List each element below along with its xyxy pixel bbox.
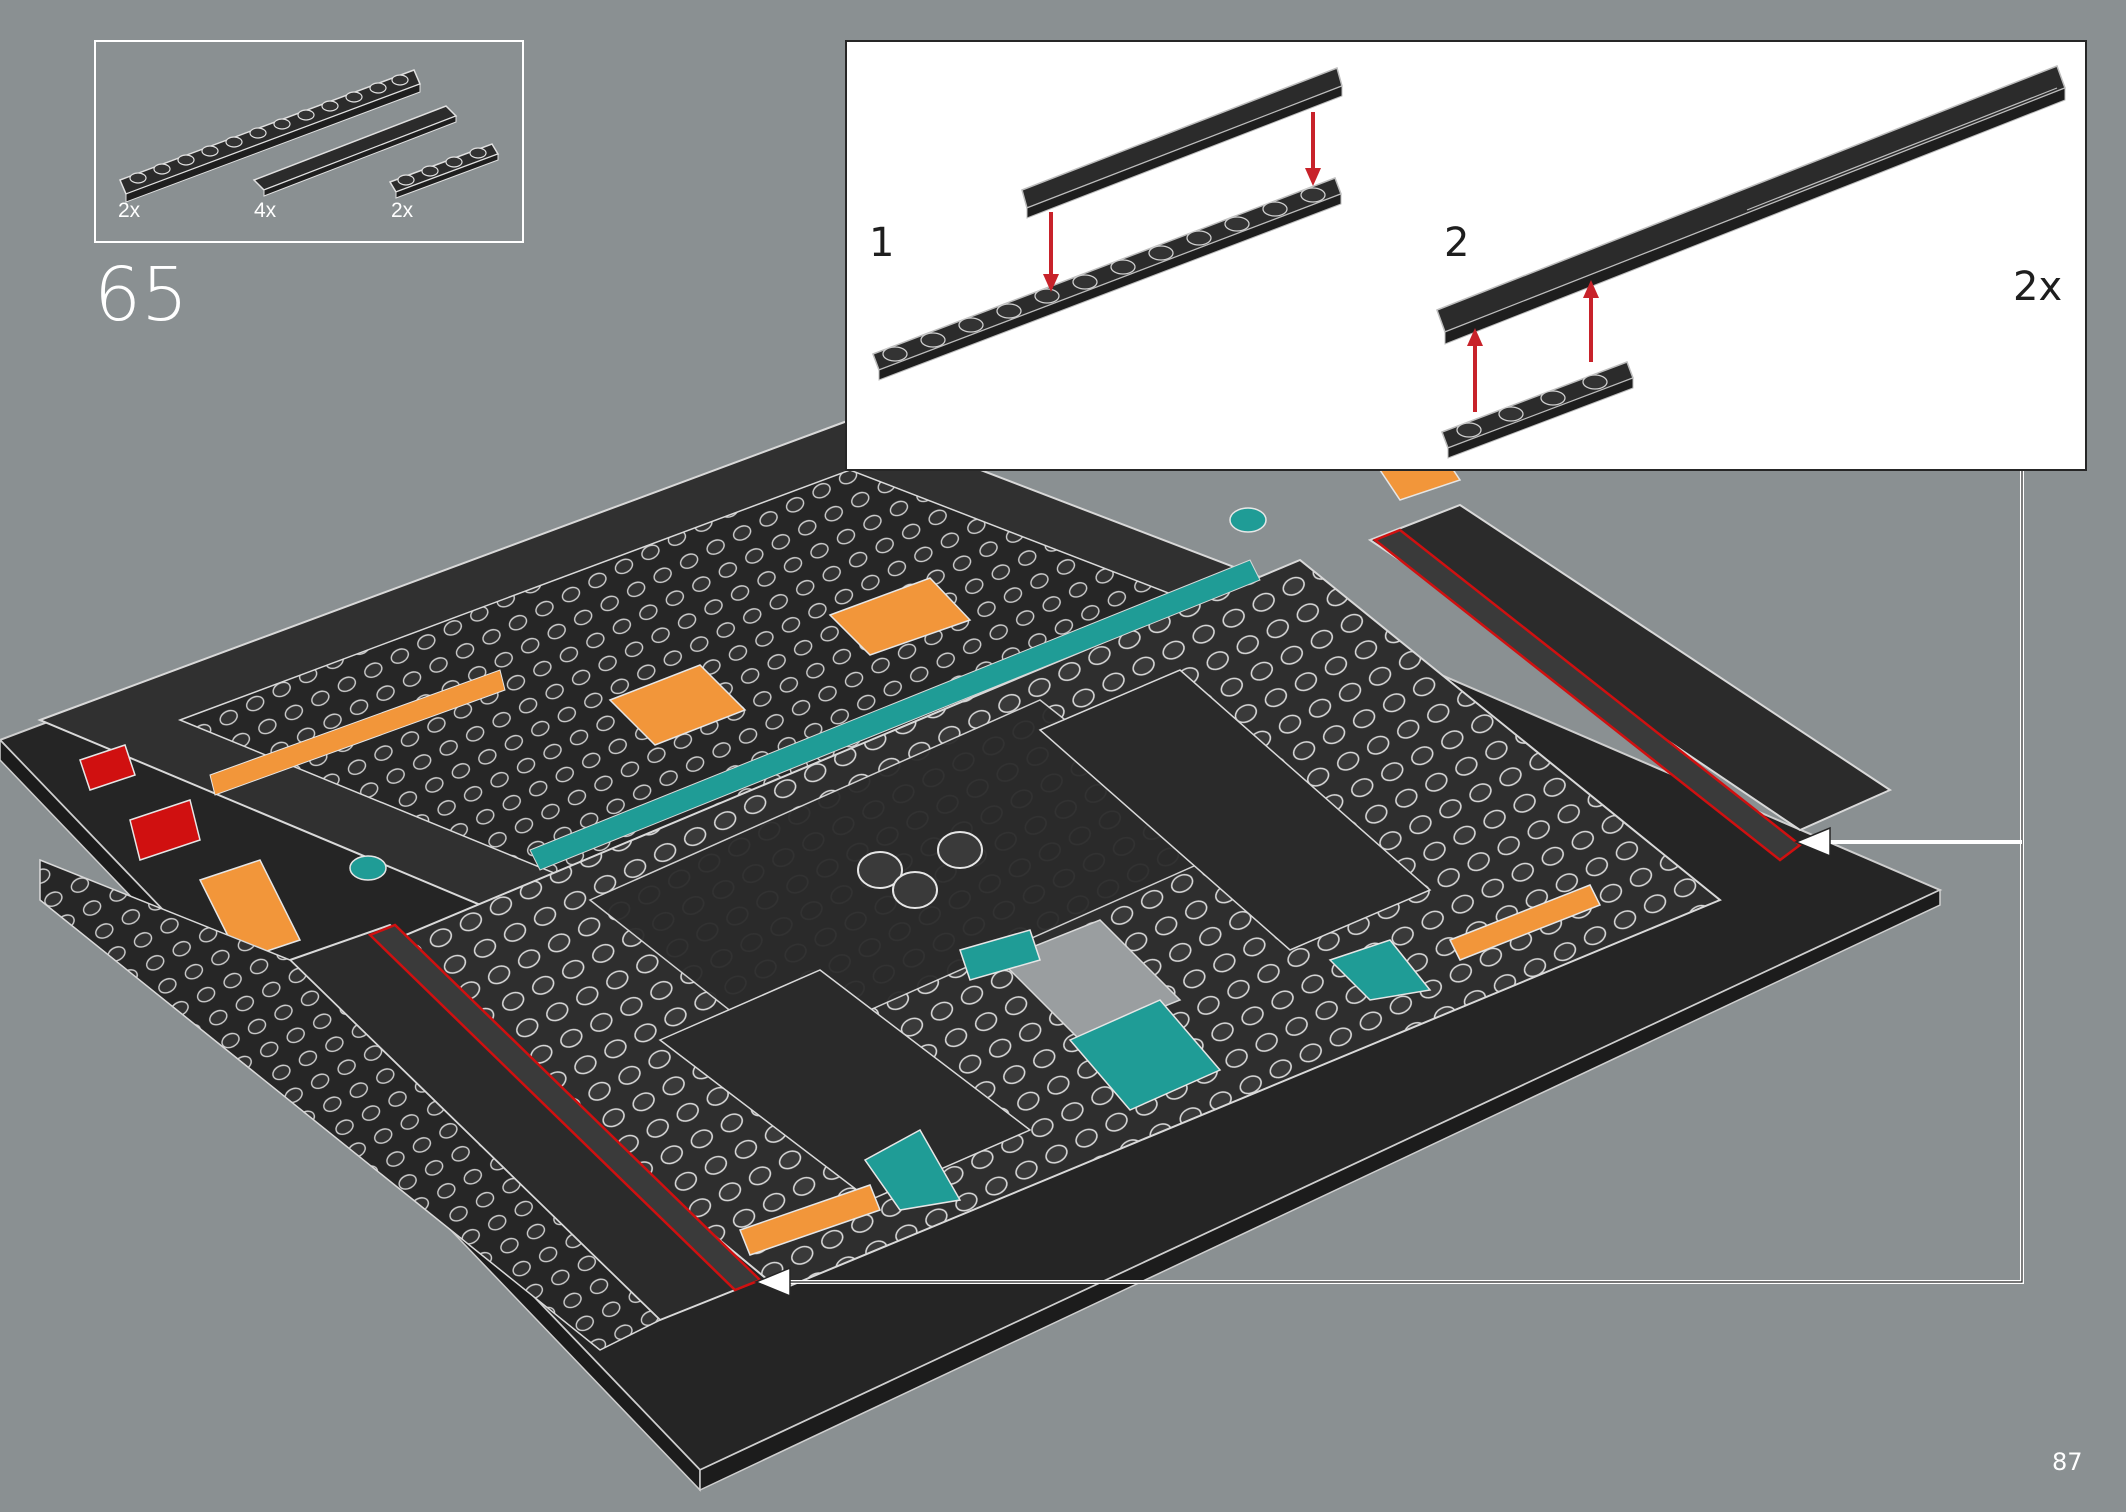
technic-parts bbox=[857, 831, 983, 909]
callout-multiplier: 2x bbox=[2013, 264, 2063, 310]
step-number: 65 bbox=[94, 252, 189, 338]
left-wall bbox=[39, 858, 763, 1351]
page-number: 87 bbox=[2052, 1448, 2083, 1476]
teal-parts bbox=[349, 507, 1432, 1211]
orange-parts bbox=[198, 449, 1602, 1256]
sub-step-1-number: 1 bbox=[869, 220, 895, 266]
part-qty-plate-1x4: 2x bbox=[391, 199, 414, 222]
sub-assembly-callout: 1 2 2x bbox=[845, 40, 2087, 471]
part-qty-plate-1x12: 2x bbox=[118, 199, 141, 222]
parts-illustration bbox=[119, 69, 500, 203]
callout-pointer-lines bbox=[754, 471, 2024, 1298]
right-wall bbox=[1367, 503, 1893, 862]
parts-list: 2x 4x 2x bbox=[94, 40, 524, 243]
sub-step-1-assembly bbox=[872, 67, 1343, 381]
sub-assembly-illustration bbox=[872, 65, 2066, 459]
sub-step-2-number: 2 bbox=[1444, 220, 1470, 266]
sub-step-2-assembly bbox=[1436, 65, 2066, 459]
part-qty-tile-1x12: 4x bbox=[254, 199, 277, 222]
